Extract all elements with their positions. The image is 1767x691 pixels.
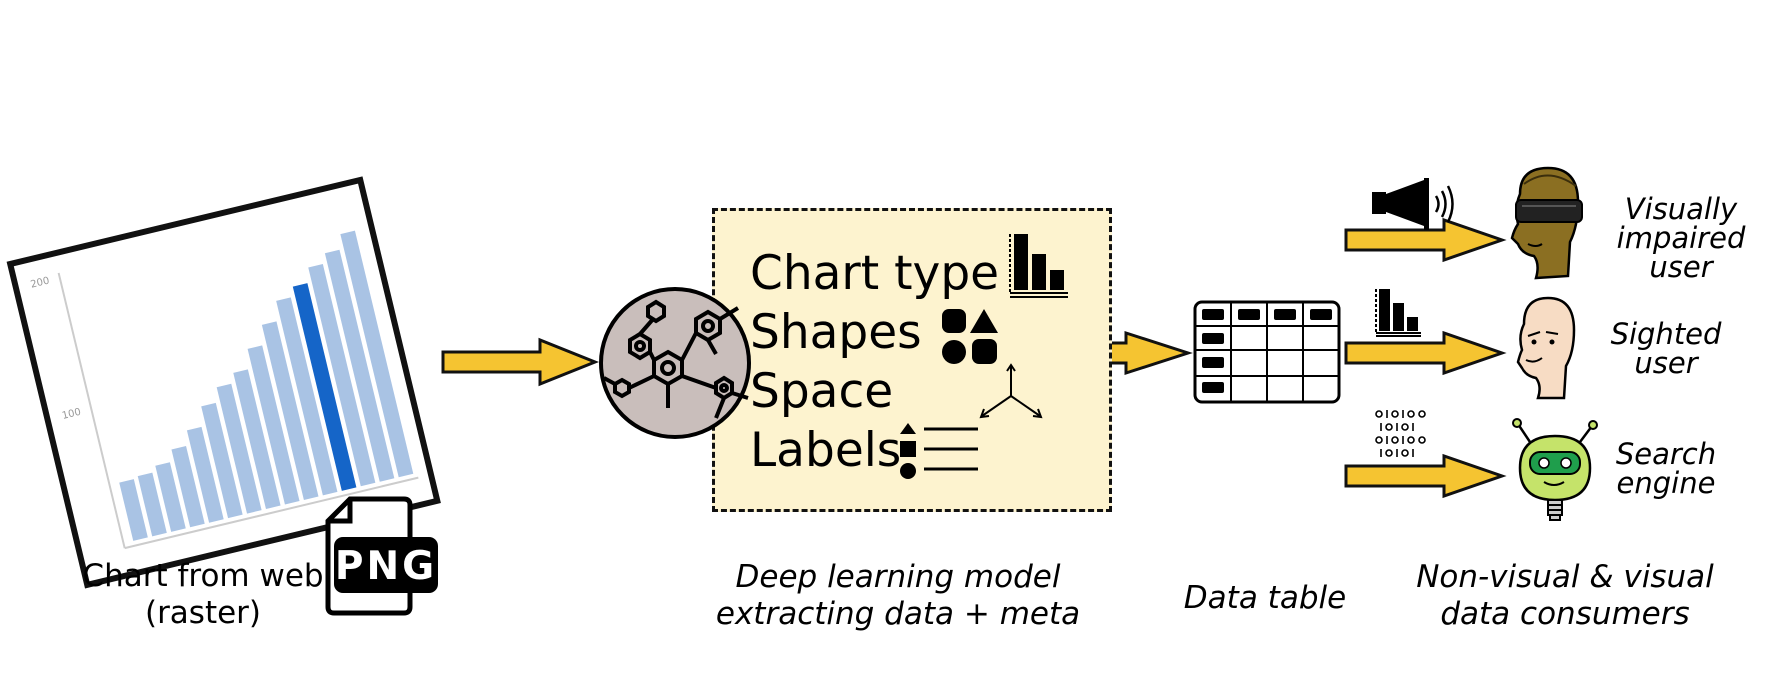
arrow-to-visually-impaired bbox=[1344, 217, 1507, 263]
consumers-caption: Non-visual & visual data consumers bbox=[1416, 559, 1714, 632]
bar-chart-icon bbox=[1375, 289, 1421, 337]
source-chart-bar bbox=[171, 445, 205, 528]
source-chart-bar bbox=[186, 426, 224, 523]
feature-shapes: Shapes bbox=[750, 305, 922, 360]
neural-network-icon bbox=[599, 287, 751, 439]
feature-chart-type: Chart type bbox=[750, 246, 1000, 301]
model-caption: Deep learning model extracting data + me… bbox=[715, 559, 1081, 632]
source-chart-bar bbox=[292, 283, 357, 491]
source-chart-bar bbox=[308, 264, 376, 487]
source-chart-bar bbox=[261, 321, 319, 500]
arrow-to-sighted bbox=[1344, 330, 1507, 376]
source-chart-bar bbox=[155, 462, 186, 532]
axes-3d-icon bbox=[979, 363, 1043, 419]
source-chart-bar bbox=[216, 383, 262, 514]
legend-icon bbox=[900, 423, 978, 479]
data-table-icon bbox=[1193, 300, 1341, 404]
binary-data-icon bbox=[1375, 410, 1426, 457]
svg-text:200: 200 bbox=[29, 275, 50, 290]
source-chart-bar bbox=[119, 479, 148, 541]
bar-chart-icon bbox=[1009, 234, 1068, 298]
source-chart-bar bbox=[233, 369, 281, 510]
shapes-icon bbox=[942, 309, 998, 364]
arrow-to-search-engine bbox=[1344, 453, 1507, 499]
arrow-source-to-model bbox=[441, 337, 600, 387]
png-file-icon: PNG bbox=[325, 496, 438, 616]
sighted-user-icon bbox=[1516, 296, 1576, 400]
consumer-label-visually-impaired: Visually impaired user bbox=[1616, 192, 1746, 284]
source-chart-bar bbox=[324, 249, 395, 482]
feature-labels: Labels bbox=[750, 423, 902, 478]
source-chart-bar bbox=[247, 345, 300, 505]
source-chart-bar bbox=[276, 297, 338, 496]
source-chart-bar bbox=[201, 402, 243, 519]
source-chart-bar bbox=[340, 230, 414, 478]
consumer-label-sighted: Sighted user bbox=[1610, 317, 1722, 380]
source-chart-bar bbox=[137, 472, 167, 537]
megaphone-icon bbox=[1372, 178, 1454, 230]
robot-icon bbox=[1512, 418, 1598, 521]
png-badge-text: PNG bbox=[335, 544, 437, 589]
svg-text:100: 100 bbox=[61, 407, 82, 422]
consumer-label-search-engine: Search engine bbox=[1615, 437, 1717, 500]
visually-impaired-user-icon bbox=[1510, 166, 1583, 280]
feature-space: Space bbox=[750, 364, 894, 419]
table-caption: Data table bbox=[1183, 580, 1347, 616]
source-caption: Chart from web (raster) bbox=[82, 558, 324, 631]
